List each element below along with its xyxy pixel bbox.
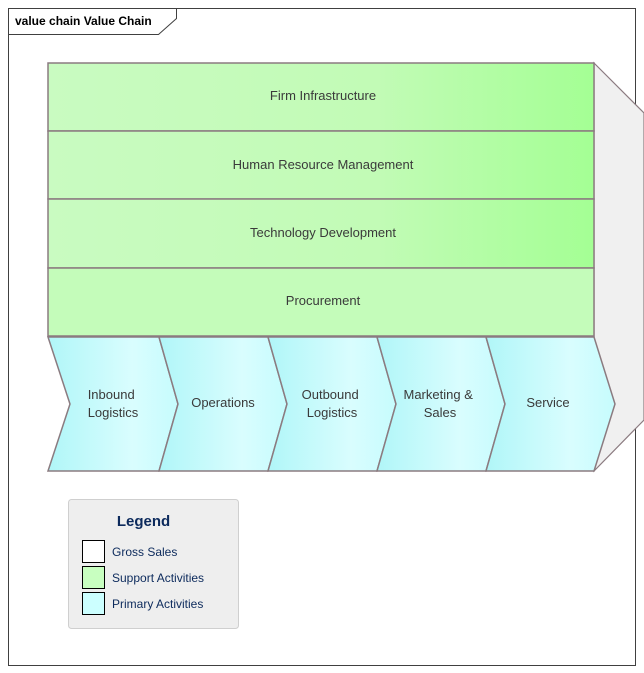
legend-label-support-activities: Support Activities bbox=[112, 571, 204, 585]
frame-title: value chain Value Chain bbox=[15, 14, 152, 28]
primary-activities: Inbound Logistics Operations Outbound Lo… bbox=[46, 336, 616, 472]
primary-label-line: Outbound bbox=[302, 387, 359, 402]
primary-label-line: Inbound bbox=[88, 387, 135, 402]
primary-activity-outbound-logistics[interactable] bbox=[267, 336, 397, 472]
primary-activity-marketing-sales[interactable] bbox=[376, 336, 506, 472]
primary-label-operations: Operations bbox=[191, 395, 255, 410]
legend-label-gross-sales: Gross Sales bbox=[112, 545, 177, 559]
legend-swatch-support-activities bbox=[82, 566, 105, 589]
support-label-hr-management: Human Resource Management bbox=[233, 157, 414, 172]
support-label-technology-development: Technology Development bbox=[250, 225, 396, 240]
legend-box bbox=[68, 499, 239, 629]
legend-swatch-gross-sales bbox=[82, 540, 105, 563]
frame-title-tab bbox=[8, 8, 177, 35]
primary-label-line: Sales bbox=[424, 405, 457, 420]
primary-label-line: Logistics bbox=[307, 405, 358, 420]
primary-label-line: Marketing & bbox=[404, 387, 474, 402]
legend: Legend Gross Sales Support Activities Pr… bbox=[68, 499, 239, 629]
primary-label-marketing-sales: Marketing & Sales bbox=[404, 387, 477, 420]
legend-swatch-primary-activities bbox=[82, 592, 105, 615]
support-activity-technology-development[interactable] bbox=[47, 198, 595, 269]
primary-activity-service[interactable] bbox=[485, 336, 616, 472]
legend-label-primary-activities: Primary Activities bbox=[112, 597, 203, 611]
primary-label-outbound-logistics: Outbound Logistics bbox=[302, 387, 363, 420]
support-label-firm-infrastructure: Firm Infrastructure bbox=[270, 88, 376, 103]
support-activity-procurement[interactable] bbox=[47, 267, 595, 337]
legend-title: Legend bbox=[117, 513, 170, 530]
primary-label-line: Logistics bbox=[88, 405, 139, 420]
support-activities: Firm Infrastructure Human Resource Manag… bbox=[47, 62, 595, 337]
support-label-procurement: Procurement bbox=[286, 293, 361, 308]
primary-label-inbound-logistics: Inbound Logistics bbox=[88, 387, 139, 420]
primary-label-service: Service bbox=[526, 395, 569, 410]
support-activity-hr-management[interactable] bbox=[47, 130, 595, 200]
